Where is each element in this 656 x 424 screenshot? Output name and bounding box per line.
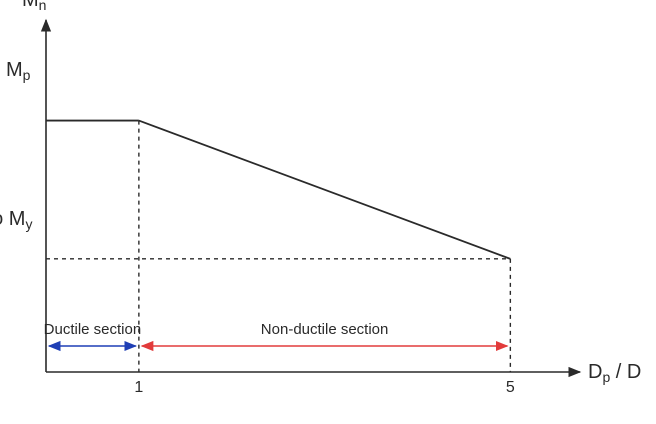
non-ductile-section-label: Non-ductile section: [260, 321, 389, 338]
strength-reduction-line: [138, 119, 511, 260]
yield-moment-label: ϕ My: [0, 208, 33, 232]
x-tick-label: 1: [134, 379, 144, 396]
x-axis-label: Dp / D: [588, 361, 642, 385]
x-tick-label: 5: [505, 379, 515, 396]
plastic-moment-label: Mp: [6, 59, 31, 83]
y-axis-label: Mn: [22, 0, 47, 13]
ductile-section-label: Ductile section: [43, 321, 142, 338]
